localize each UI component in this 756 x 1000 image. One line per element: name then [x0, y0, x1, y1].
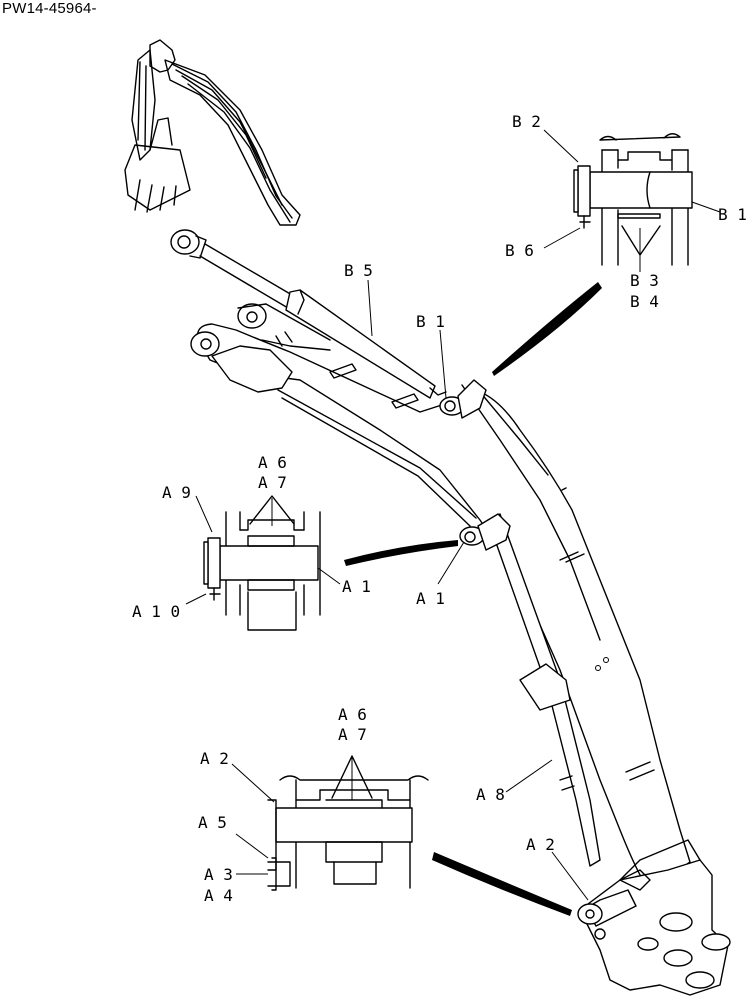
- document-code: PW14-45964-: [2, 0, 97, 17]
- callout-a1-main: A 1: [416, 589, 445, 608]
- leader-detail-a-upper: [344, 540, 458, 566]
- callout-b1-main: B 1: [416, 312, 445, 331]
- detail-a-pin-upper: [203, 495, 321, 631]
- leader-lines: [185, 129, 721, 901]
- callout-a6-top: A 6: [258, 453, 287, 472]
- callout-b6: B 6: [505, 241, 534, 260]
- detail-a-pin-lower: [267, 755, 429, 891]
- callout-b5: B 5: [344, 261, 373, 280]
- leader-detail-b-to-pin: [492, 282, 602, 376]
- callout-a5: A 5: [198, 813, 227, 832]
- thumbnail-excavator-front: [124, 39, 301, 226]
- callout-a2-main: A 2: [526, 835, 555, 854]
- callout-b3: B 3: [630, 271, 659, 290]
- callout-a4: A 4: [204, 886, 233, 905]
- callout-a1-detail: A 1: [342, 577, 371, 596]
- callout-a2-detail: A 2: [200, 749, 229, 768]
- callout-a7-bottom: A 7: [338, 725, 367, 744]
- callout-a9: A 9: [162, 483, 191, 502]
- callout-a7-top: A 7: [258, 473, 287, 492]
- callout-b2: B 2: [512, 112, 541, 131]
- detail-b-pin-assembly: [573, 133, 693, 266]
- callout-a3: A 3: [204, 865, 233, 884]
- callout-a10: A 1 0: [132, 602, 180, 621]
- callout-a8: A 8: [476, 785, 505, 804]
- callout-b1-detail: B 1: [718, 205, 747, 224]
- callout-b4: B 4: [630, 292, 659, 311]
- main-boom-assembly: [170, 229, 731, 996]
- callout-a6-bottom: A 6: [338, 705, 367, 724]
- leader-detail-a-lower: [432, 852, 572, 916]
